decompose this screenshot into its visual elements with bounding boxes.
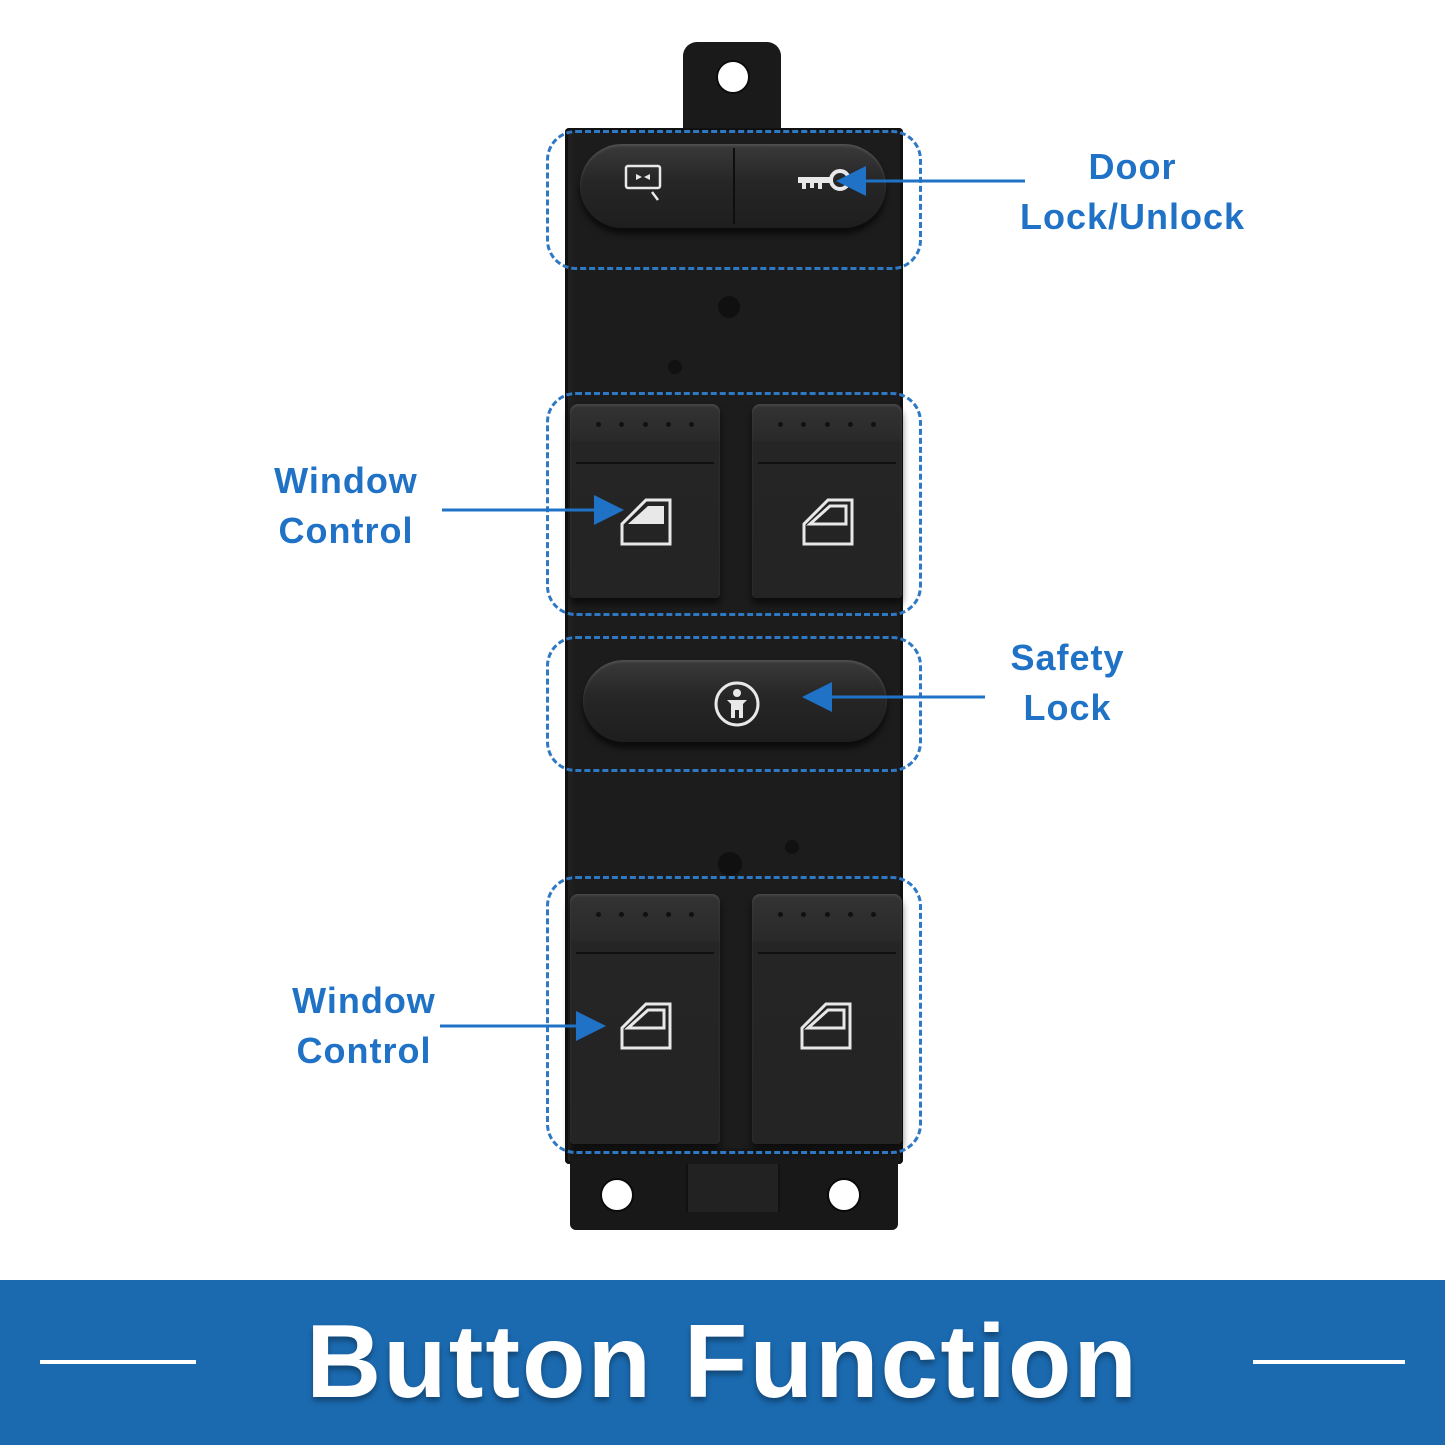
window-control-lower-line1: Window <box>292 980 436 1021</box>
lock-switch-divider <box>733 148 735 224</box>
window-icon <box>620 498 672 546</box>
callout-arrows <box>440 166 1025 1041</box>
door-lock-label-line2: Lock/Unlock <box>1019 196 1246 237</box>
safety-lock-label: Safety Lock <box>975 633 1160 733</box>
callout-box-safety-lock <box>546 636 922 772</box>
banner-rule-right <box>1253 1360 1405 1364</box>
child-safety-icon <box>714 681 760 727</box>
base-hole-left <box>600 1178 634 1212</box>
window-control-lower-line2: Control <box>296 1030 432 1071</box>
window-control-upper-line2: Control <box>278 510 414 551</box>
housing-pin <box>718 296 740 318</box>
safety-lock-label-line2: Lock <box>1023 687 1112 728</box>
window-icon <box>802 498 854 546</box>
door-lock-label-line1: Door <box>1088 146 1177 187</box>
base-notch <box>686 1164 780 1212</box>
banner-rule-left <box>40 1360 196 1364</box>
housing-pin <box>785 840 799 854</box>
window-icon <box>800 1002 852 1050</box>
housing-pin <box>668 360 682 374</box>
window-control-upper-label: Window Control <box>246 456 446 556</box>
callout-box-window-upper <box>546 392 922 616</box>
housing-pin <box>718 852 742 876</box>
callout-box-door-lock <box>546 130 922 270</box>
mirror-icon <box>624 164 662 201</box>
banner-title: Button Function <box>306 1304 1139 1420</box>
window-switch-rear-right[interactable] <box>752 894 902 1144</box>
safety-lock-label-line1: Safety <box>1010 637 1125 678</box>
callout-box-window-lower <box>546 876 922 1154</box>
footer-banner <box>0 1280 1445 1445</box>
mounting-hole <box>716 60 750 94</box>
base-hole-right <box>827 1178 861 1212</box>
window-control-lower-label: Window Control <box>264 976 464 1076</box>
window-icon <box>620 1002 672 1050</box>
window-control-upper-line1: Window <box>274 460 418 501</box>
door-lock-label: Door Lock/Unlock <box>1000 142 1265 242</box>
